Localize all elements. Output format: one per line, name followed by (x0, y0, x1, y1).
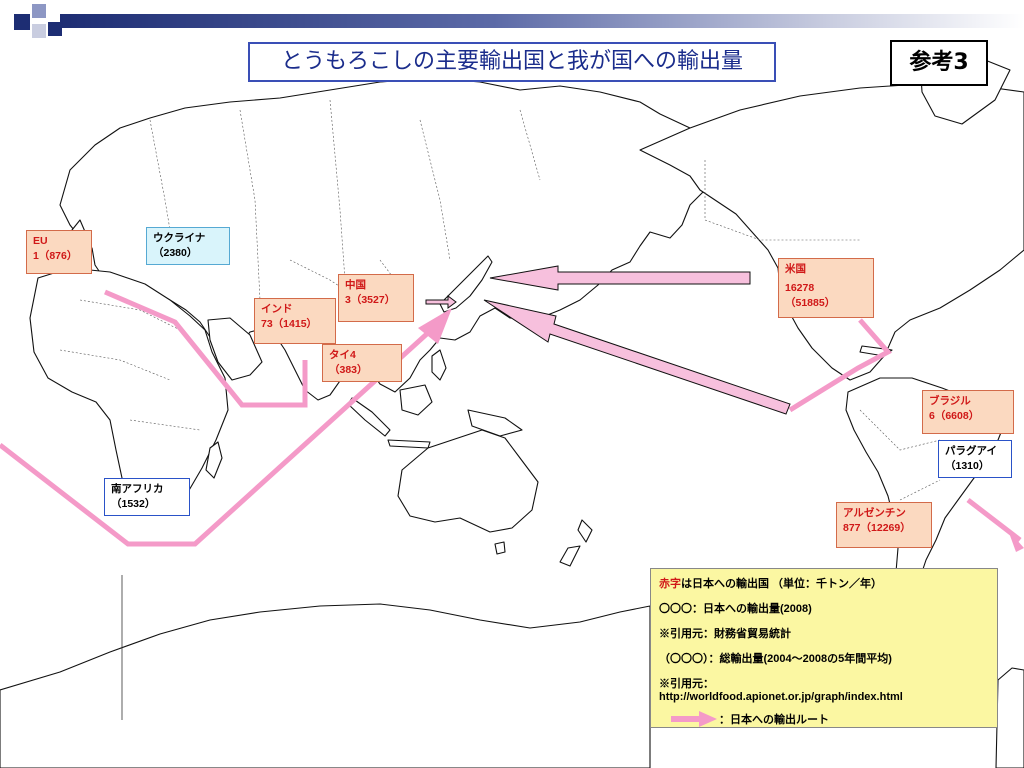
paraguay-value: （1310） (945, 460, 990, 473)
thailand-value: （383） (329, 364, 368, 377)
arrow-us-to-japan-north (489, 265, 751, 291)
label-eu: EU 1（876） (26, 230, 92, 274)
usa-value: 16278 (785, 282, 815, 295)
china-value: 3（3527） (345, 294, 396, 307)
new-guinea (467, 409, 523, 437)
ukraine-value: （2380） (153, 247, 198, 260)
eu-name: EU (33, 235, 48, 247)
japan (439, 255, 493, 313)
route-india-europe (104, 289, 308, 408)
thailand-name: タイ4 (329, 349, 356, 361)
label-paraguay: パラグアイ （1310） (938, 440, 1012, 478)
indonesia-sumatra (347, 397, 391, 437)
tasmania (494, 541, 506, 555)
antarctica (0, 603, 651, 768)
route-americas-panama (788, 318, 892, 413)
india-value: 73（1415） (261, 318, 318, 331)
brazil-name: ブラジル (929, 395, 971, 407)
label-brazil: ブラジル 6（6608） (922, 390, 1014, 434)
argentina-name: アルゼンチン (843, 507, 906, 519)
arabia (207, 317, 263, 381)
reference-label: 参考3 (890, 40, 988, 86)
legend-line-1: 赤字は日本への輸出国 （単位：千トン／年） (659, 575, 989, 591)
north-america-landmass (639, 83, 1024, 381)
australia (397, 429, 539, 533)
legend-arrow-label: ：日本への輸出ルート (719, 714, 829, 726)
argentina-value: 877（12269） (843, 522, 911, 535)
arrow-us-to-japan-south (483, 299, 791, 415)
arrowhead-atlantic (1008, 530, 1024, 552)
arrowhead-southern-route (418, 308, 452, 344)
eu-value: 1（876） (33, 250, 78, 263)
legend-source-url: http://worldfood.apionet.or.jp/graph/ind… (659, 691, 903, 703)
antarctica-east (995, 667, 1024, 768)
legend-line-5: ※引用元： (659, 678, 714, 690)
label-argentina: アルゼンチン 877（12269） (836, 502, 932, 548)
world-map (0, 57, 1024, 768)
corner-decoration (14, 4, 62, 38)
ukraine-name: ウクライナ (153, 232, 206, 244)
legend-arrow-row: ：日本への輸出ルート (659, 710, 989, 728)
legend-red-word: 赤字 (659, 578, 681, 590)
philippines (431, 349, 447, 381)
legend-line-3: ※引用元：財務省貿易統計 (659, 628, 791, 640)
china-name: 中国 (345, 279, 366, 291)
arrow-china-japan (425, 295, 457, 309)
label-south-africa: 南アフリカ （1532） (104, 478, 190, 516)
usa-value-total: （51885） (785, 297, 836, 310)
paraguay-name: パラグアイ (945, 445, 997, 457)
legend-box: 赤字は日本への輸出国 （単位：千トン／年） 〇〇〇：日本への輸出量(2008) … (650, 568, 998, 728)
indonesia-java (387, 439, 431, 449)
label-ukraine: ウクライナ （2380） (146, 227, 230, 265)
label-india: インド 73（1415） (254, 298, 336, 344)
label-usa: 米国 16278 （51885） (778, 258, 874, 318)
route-africa-atlantic (0, 320, 442, 547)
header-gradient-bar (60, 14, 1024, 28)
south-africa-name: 南アフリカ (111, 483, 164, 495)
usa-name: 米国 (785, 263, 806, 275)
south-africa-value: （1532） (111, 498, 156, 511)
legend-line-2: 〇〇〇：日本への輸出量(2008) (659, 603, 812, 615)
route-argentina-brazil (966, 498, 1022, 542)
india-name: インド (261, 303, 293, 315)
madagascar (205, 441, 223, 479)
label-china: 中国 3（3527） (338, 274, 414, 322)
brazil-value: 6（6608） (929, 410, 980, 423)
legend-line-1-rest: は日本への輸出国 （単位：千トン／年） (681, 578, 883, 590)
indonesia-borneo (399, 384, 433, 416)
new-zealand-south (559, 545, 581, 567)
label-thailand: タイ4 （383） (322, 344, 402, 382)
legend-line-4: （〇〇〇）：総輸出量(2004～2008の5年間平均) (659, 653, 892, 665)
route-arrow-icon (671, 711, 717, 727)
new-zealand-north (577, 519, 593, 543)
page-title: とうもろこしの主要輸出国と我が国への輸出量 (248, 42, 776, 82)
